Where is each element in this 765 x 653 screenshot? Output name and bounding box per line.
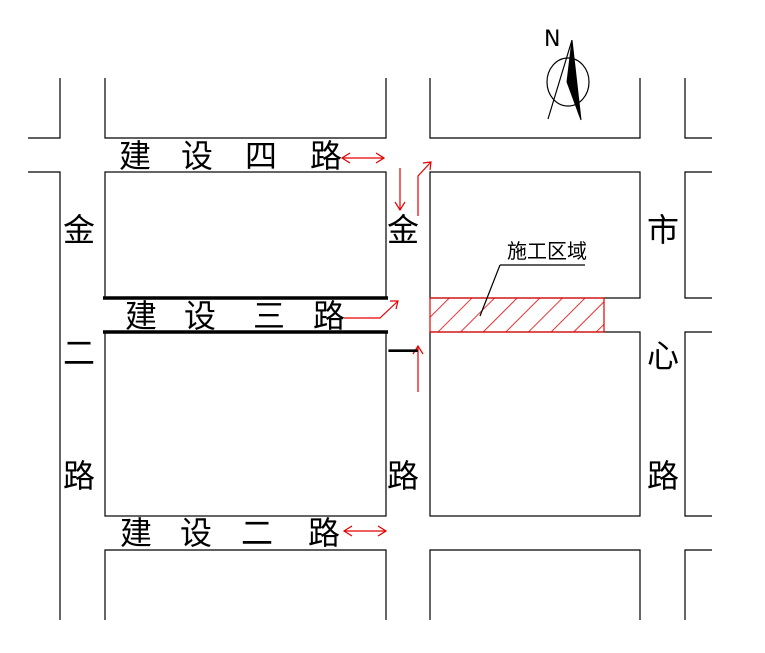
block-c1-r2 [104,331,387,517]
north-label: N [544,27,560,52]
jinyi-road-char: 路 [387,457,419,495]
shixin-road-char: 市 [647,211,679,249]
right-upper-road-edge [684,78,712,139]
shixin-road-char: 心 [647,337,679,375]
north-arrow-icon: N [544,27,590,121]
jiner-road-char: 路 [63,457,95,495]
jianshe-san-road-char: 设 [184,297,216,335]
left-lower-road-edge [28,171,61,620]
block-c2-r2 [429,331,641,517]
block-c1-bottom [104,549,387,620]
jianshe-si-road-char: 设 [181,137,213,175]
jianshe-er-road-char: 路 [308,514,340,552]
arrow-up-right-icon [417,161,432,216]
block-c1-r1 [104,171,387,299]
construction-zone-leader-line [479,264,501,317]
block-c2-bottom [429,549,641,620]
construction-zone: 施工区域 [429,239,605,333]
jinyi-road-char: 金 [387,211,419,249]
jiner-road-char: 金 [63,211,95,249]
jianshe-er-road-char: 建 [120,514,152,552]
construction-zone-hatch [429,297,605,333]
left-upper-road-edge [28,78,61,139]
jianshe-si-road-char: 四 [245,137,277,175]
right-lower-road-edge [684,549,712,620]
block-c2-top [429,78,641,139]
jianshe-san-road-char: 路 [313,297,345,335]
jinyi-road-char: 一 [387,333,419,371]
jianshe-si-road-char: 路 [310,137,342,175]
block-c1-top [104,78,387,139]
road-edges [28,78,712,620]
arrow-right-icon [344,300,399,319]
shixin-road-char: 路 [647,457,679,495]
jianshe-er-road-char: 设 [180,514,212,552]
jianshe-san-road-char: 建 [125,297,157,335]
right-block-r2 [684,331,712,517]
jianshe-si-road-char: 建 [119,137,151,175]
arrow-down-icon [394,168,406,212]
road-labels: 建 设 四 路 建 设 三 路 建 设 二 路 金 二 路 金 一 路 市 心 … [63,137,679,552]
jianshe-san-road-char: 三 [253,297,285,335]
traffic-arrows [340,152,432,537]
arrow-up-icon [412,344,424,392]
jiner-road-char: 二 [63,334,95,372]
double-arrow-icon [340,152,386,164]
jianshe-er-road-char: 二 [241,514,273,552]
double-arrow-icon [342,525,388,537]
construction-zone-label: 施工区域 [507,239,587,263]
right-block-r1 [684,171,712,299]
block-c2-r1 [429,171,641,299]
